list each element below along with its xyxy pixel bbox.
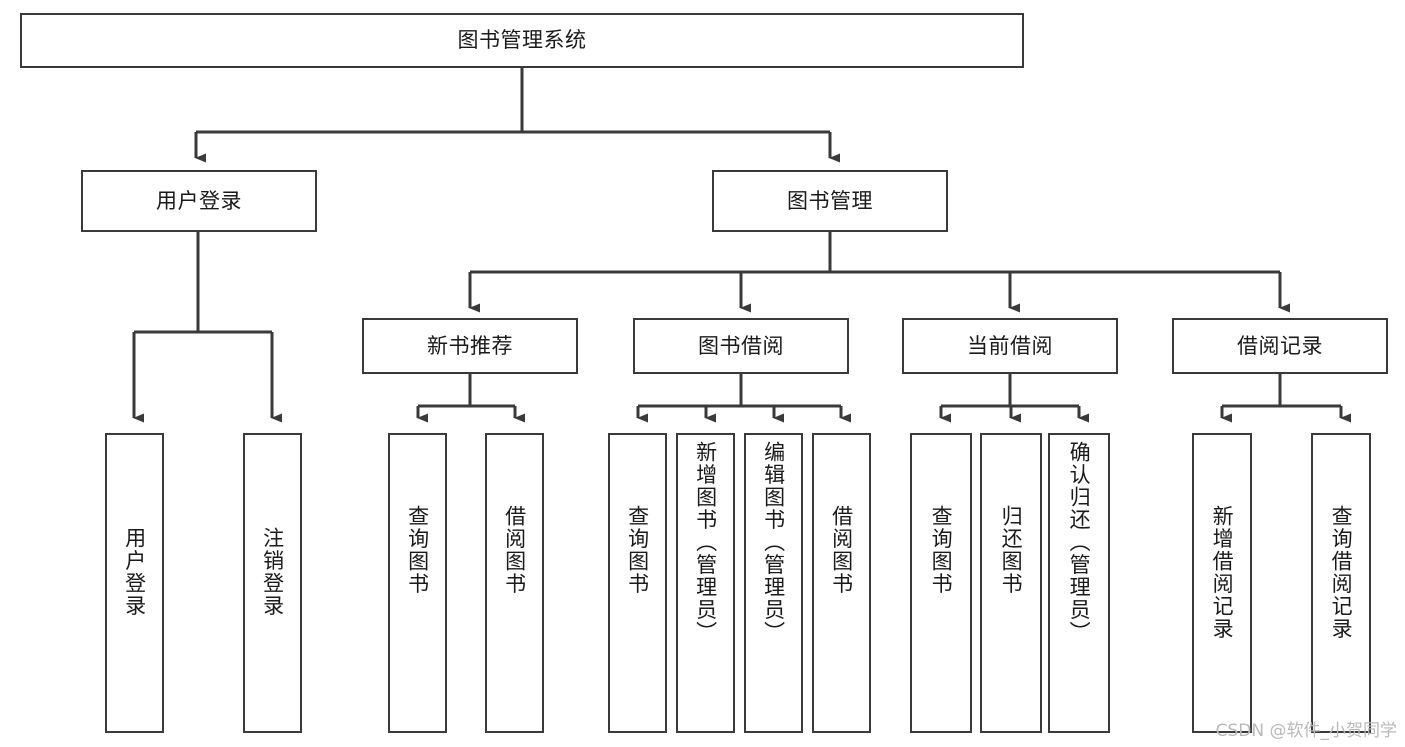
node-root-book-management-system[interactable]: 图书管理系统 (20, 13, 1024, 68)
leaf-user-login-signin[interactable]: 用户登录 (105, 433, 164, 733)
node-user-login[interactable]: 用户登录 (81, 170, 317, 232)
node-label: 新增借阅记录 (1210, 505, 1235, 640)
node-label: 归还图书 (999, 505, 1024, 595)
node-label: 查询借阅记录 (1329, 505, 1354, 640)
node-label: 用户登录 (122, 527, 147, 617)
node-label: 查询图书 (405, 505, 430, 595)
node-new-book-recommend[interactable]: 新书推荐 (362, 318, 578, 374)
node-label: 新书推荐 (427, 333, 513, 358)
node-label: 查询图书 (929, 505, 954, 595)
leaf-user-login-signout[interactable]: 注销登录 (243, 433, 302, 733)
leaf-new-book-borrow[interactable]: 借阅图书 (485, 433, 544, 733)
leaf-current-borrow-query[interactable]: 查询图书 (910, 433, 972, 733)
node-book-management[interactable]: 图书管理 (712, 170, 948, 232)
node-label: 注销登录 (260, 527, 285, 617)
node-book-borrow[interactable]: 图书借阅 (633, 318, 849, 374)
leaf-book-borrow-add[interactable]: 新增图书（管理员） (676, 433, 735, 733)
node-label: 用户登录 (156, 188, 242, 213)
leaf-book-borrow-borrow[interactable]: 借阅图书 (812, 433, 871, 733)
leaf-borrow-record-query[interactable]: 查询借阅记录 (1311, 433, 1371, 733)
leaf-current-borrow-confirm-return[interactable]: 确认归还（管理员） (1048, 433, 1110, 733)
node-label: 当前借阅 (967, 333, 1053, 358)
node-label: 图书管理 (787, 188, 873, 213)
leaf-borrow-record-add[interactable]: 新增借阅记录 (1192, 433, 1252, 733)
node-label: 图书借阅 (698, 333, 784, 358)
node-label: 新增图书（管理员） (693, 441, 718, 644)
watermark: CSDN @软件_小贺同学 (1215, 721, 1397, 741)
node-label: 借阅图书 (502, 505, 527, 595)
node-label: 确认归还（管理员） (1067, 441, 1092, 644)
node-borrow-record[interactable]: 借阅记录 (1172, 318, 1388, 374)
leaf-book-borrow-edit[interactable]: 编辑图书（管理员） (744, 433, 803, 733)
node-label: 编辑图书（管理员） (761, 441, 786, 644)
node-label: 查询图书 (625, 505, 650, 595)
leaf-book-borrow-query[interactable]: 查询图书 (608, 433, 667, 733)
leaf-new-book-query[interactable]: 查询图书 (388, 433, 447, 733)
leaf-current-borrow-return[interactable]: 归还图书 (980, 433, 1042, 733)
node-current-borrow[interactable]: 当前借阅 (902, 318, 1118, 374)
node-label: 借阅图书 (829, 505, 854, 595)
node-label: 借阅记录 (1237, 333, 1323, 358)
node-label: 图书管理系统 (457, 28, 587, 53)
